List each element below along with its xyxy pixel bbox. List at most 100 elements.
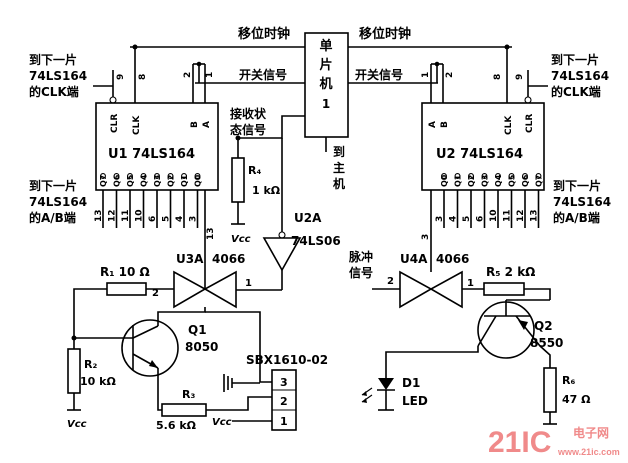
pulse-signal-1: 脉冲: [348, 249, 373, 264]
u3a-name: U3A: [176, 252, 204, 266]
u1-output-bubble: [140, 173, 147, 179]
u1-output-name: Q6: [113, 174, 122, 187]
r5-label: R₅ 2 kΩ: [486, 265, 535, 279]
d1-name: D1: [402, 376, 420, 390]
switch-signal-left: 开关信号: [239, 67, 287, 82]
u1-pin-num-top-3: 1: [205, 72, 215, 78]
u2-output-name: Q6: [521, 174, 530, 187]
light-arrow-1: [362, 391, 367, 396]
u1-pin-number: 4: [175, 216, 185, 222]
q1-transistor: [121, 319, 179, 377]
sbx-pin3-line: [205, 311, 272, 383]
u2-pin-number: 3: [435, 216, 445, 222]
u1-output-bubble: [181, 173, 187, 179]
u2-pin-name-1: B: [440, 121, 450, 128]
q1-emitter-lead: [157, 368, 162, 411]
next-ab-right-1: 到下一片: [553, 178, 601, 193]
u1-clr-bubble: [109, 96, 117, 104]
r6-name: R₆: [562, 374, 575, 387]
u1-output-bubble: [127, 173, 133, 179]
mcu-block: [304, 32, 349, 138]
shift-clock-left: 移位时钟: [238, 26, 290, 42]
u1-pin-name-0: CLR: [110, 114, 120, 133]
u1-pin-num-top-1: 8: [138, 74, 148, 80]
u1-output-bubble: [100, 173, 106, 179]
u3a-type: 4066: [212, 252, 245, 266]
u1-pin-number: 12: [108, 209, 118, 222]
u2-pin-number: 6: [476, 216, 486, 222]
q1-name: Q1: [188, 323, 207, 337]
u2-pin-num-top-1: 2: [445, 72, 455, 78]
u2-output-bubble: [481, 173, 488, 179]
u1-pin-number: 13: [94, 209, 104, 222]
u1-pin-number: 5: [162, 216, 172, 222]
sbx-label: SBX1610-02: [246, 353, 328, 367]
receive-state-1: 接收状: [230, 106, 267, 121]
u1-pin-num-top-0: 9: [116, 74, 126, 80]
u2-output-name: Q3: [481, 175, 490, 187]
u1-pin-name-2: B: [190, 121, 200, 128]
r3-resistor: [161, 403, 207, 417]
d1-type: LED: [402, 394, 428, 408]
u2-pin-number: 10: [489, 209, 499, 222]
u1-output-bubble: [167, 173, 174, 179]
u4a-type: 4066: [436, 252, 469, 266]
q2-type: 8550: [530, 336, 563, 350]
r4-value: 1 kΩ: [252, 184, 281, 197]
mcu-label-3: 机: [319, 76, 332, 92]
u2-output-name: Q7: [535, 175, 544, 187]
r3-value: 5.6 kΩ: [156, 419, 197, 432]
r1-pin: 2: [152, 288, 159, 299]
u2-output-name: Q4: [494, 174, 503, 187]
u3a-gate-left: [173, 270, 207, 309]
receive-state-2: 态信号: [230, 122, 266, 137]
u2-output-name: Q1: [454, 174, 463, 187]
u1-extra-pin: 13: [206, 227, 216, 240]
r2-value: 10 kΩ: [80, 375, 116, 388]
watermark-url: www.21ic.com: [557, 447, 620, 457]
u1-output-name: Q5: [126, 174, 135, 187]
mcu-label-2: 片: [319, 57, 332, 73]
next-ab-left-3: 的A/B端: [29, 210, 76, 225]
u2-output-bubble: [495, 173, 501, 179]
to-host-3: 机: [333, 176, 345, 191]
u1-output-name: Q7: [99, 175, 108, 187]
u4a-pin2: 2: [387, 276, 394, 287]
junction: [196, 61, 202, 67]
u1-output-bubble: [194, 173, 201, 179]
sbx-pin-3: 3: [280, 376, 288, 389]
u2-pin-name-3: CLR: [525, 114, 535, 133]
u2-pin-name-0: A: [428, 121, 438, 128]
vcc-r2: Vcc: [67, 419, 87, 430]
u2-output-name: Q5: [508, 174, 517, 187]
junction: [132, 44, 138, 50]
r6-value: 47 Ω: [562, 393, 591, 406]
q1-collector: [132, 325, 159, 339]
u1-pin-name-1: CLK: [132, 115, 142, 135]
u2-chip: [421, 102, 545, 191]
next-clk-left-1: 到下一片: [29, 52, 77, 67]
u2-pin-number: 13: [530, 209, 540, 222]
u2-output-name: Q2: [467, 175, 476, 187]
d1-led: [378, 378, 394, 390]
u1-output-bubble: [154, 173, 160, 179]
r2-resistor: [67, 348, 81, 394]
u2-output-bubble: [508, 173, 515, 179]
u4a-pin1: 1: [467, 278, 474, 289]
u1-output-name: Q0: [194, 174, 203, 187]
watermark-logo: 21IC: [488, 426, 551, 459]
next-ab-right-2: 74LS164: [553, 195, 611, 209]
next-clk-right-1: 到下一片: [551, 52, 599, 67]
u2-clr-bubble: [524, 96, 532, 104]
u2a-inverter: [262, 237, 302, 272]
q1-arrow: [149, 360, 158, 368]
u4a-gate-left: [399, 270, 433, 309]
u2-pin-number: 4: [449, 216, 459, 222]
to-host-1: 到: [333, 144, 345, 159]
r5-lead: [524, 288, 551, 300]
u2-label: U2 74LS164: [436, 147, 523, 162]
u2-pin-num-top-2: 8: [493, 74, 503, 80]
junction: [235, 135, 241, 141]
mcu-label-4: 1: [322, 97, 330, 111]
